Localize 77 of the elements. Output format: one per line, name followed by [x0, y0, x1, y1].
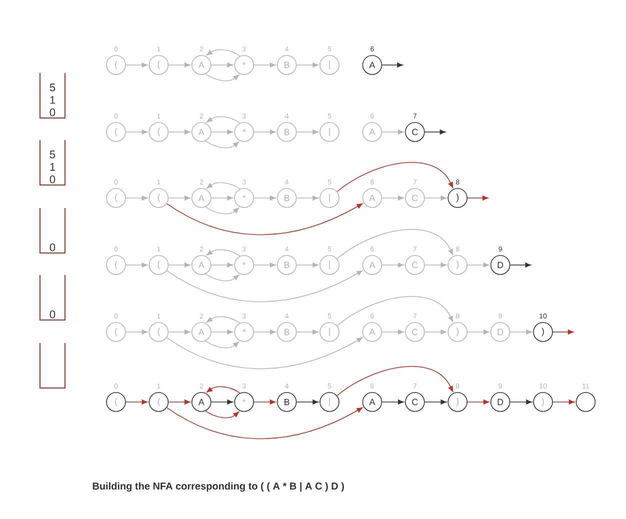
arrow: [382, 130, 404, 134]
arrow: [205, 410, 240, 418]
arrow: [166, 337, 363, 370]
arrow: [510, 400, 532, 404]
stack: [40, 342, 66, 388]
arrow: [424, 130, 446, 134]
arrow: [210, 400, 234, 404]
arrow: [254, 62, 276, 68]
stack: 5 1 0: [40, 72, 66, 118]
arrow: [336, 228, 454, 260]
arrow: [126, 196, 148, 200]
arrow: [336, 162, 454, 192]
arrow: [126, 262, 148, 268]
arrow: [424, 400, 447, 404]
arrow: [168, 262, 190, 268]
arrow: [210, 262, 234, 268]
arrow: [206, 116, 240, 124]
arrow: [168, 62, 190, 68]
arrow: [424, 196, 447, 200]
arrow: [296, 196, 318, 200]
arrow: [382, 400, 404, 404]
arrow: [296, 400, 318, 404]
arrow: [467, 262, 490, 268]
arrow: [254, 400, 276, 404]
arrow: [210, 330, 234, 334]
stack: 0: [40, 208, 66, 254]
arrow: [168, 330, 190, 334]
arrow: [206, 316, 240, 324]
arrow: [467, 196, 488, 200]
arrow: [205, 74, 240, 82]
arrow: [168, 400, 190, 404]
state-circle: [576, 392, 596, 412]
arrow: [168, 130, 190, 134]
arrow: [166, 407, 363, 440]
arrow: [467, 330, 490, 334]
arrow: [210, 62, 234, 68]
caption: Building the NFA corresponding to ( ( A * B | A C ) D ): [92, 482, 344, 492]
arrow: [467, 400, 490, 404]
arrow: [296, 62, 318, 68]
arrow: [126, 330, 148, 334]
arrow: [206, 49, 240, 56]
arrow: [382, 62, 403, 68]
arrow: [206, 249, 240, 256]
arrow: [254, 262, 276, 268]
arrow: [382, 196, 404, 200]
arrow: [210, 130, 234, 134]
arrow: [126, 400, 148, 404]
arrow: [552, 400, 575, 404]
arrow: [296, 330, 318, 334]
arrow: [254, 330, 276, 334]
arrow: [205, 274, 240, 282]
arrow: [552, 330, 574, 334]
arrow: [166, 203, 363, 236]
arrow: [382, 262, 404, 268]
arrow: [424, 330, 447, 334]
stack: 5 1 0: [40, 140, 66, 186]
arrow: [205, 140, 240, 148]
arrow: [254, 130, 276, 134]
arrow: [254, 196, 276, 200]
stack: 0: [40, 274, 66, 320]
arrow: [126, 130, 148, 134]
arrow: [510, 262, 532, 268]
arrow: [336, 296, 454, 326]
arrow: [382, 330, 404, 334]
arrow: [296, 130, 318, 134]
arrow: [424, 262, 447, 268]
arrow: [205, 206, 240, 214]
arrow: [210, 196, 234, 200]
arrow: [510, 330, 532, 334]
arrow: [206, 182, 240, 190]
arrow: [166, 270, 363, 302]
arrow: [205, 340, 240, 348]
arrow: [126, 62, 148, 68]
arrow: [206, 386, 240, 394]
arrow: [336, 366, 454, 396]
arrow: [168, 196, 190, 200]
arrow: [296, 262, 318, 268]
